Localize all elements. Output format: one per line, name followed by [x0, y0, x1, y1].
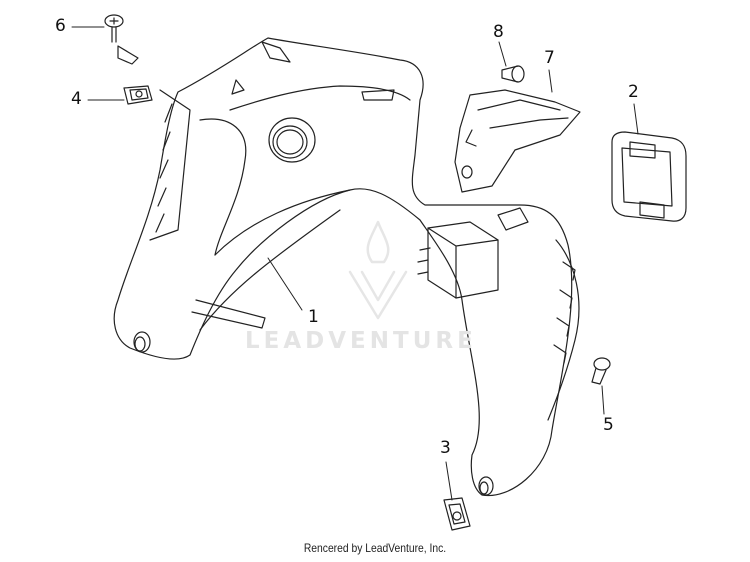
callout-3: 3 [440, 438, 451, 458]
callout-2: 2 [628, 82, 639, 102]
callout-4: 4 [71, 89, 82, 109]
callout-8: 8 [493, 22, 504, 42]
footer-credit: Rencered by LeadVenture, Inc. [303, 541, 447, 555]
part-2-frame [611, 131, 687, 222]
callout-6: 6 [55, 16, 66, 36]
watermark-text: LEADVENTURE [245, 328, 477, 354]
callout-1: 1 [308, 307, 319, 327]
part-6-screw [104, 14, 124, 43]
part-4-clip [117, 45, 153, 105]
callout-7: 7 [544, 48, 555, 68]
part-8-screw [501, 65, 525, 83]
watermark-logo [348, 220, 408, 320]
callout-5: 5 [603, 415, 614, 435]
part-5-pin [591, 357, 611, 385]
part-7-bracket [454, 89, 581, 193]
part-3-clip [443, 497, 471, 531]
leader-lines [71, 26, 639, 501]
inner-cover-panel [113, 37, 580, 497]
